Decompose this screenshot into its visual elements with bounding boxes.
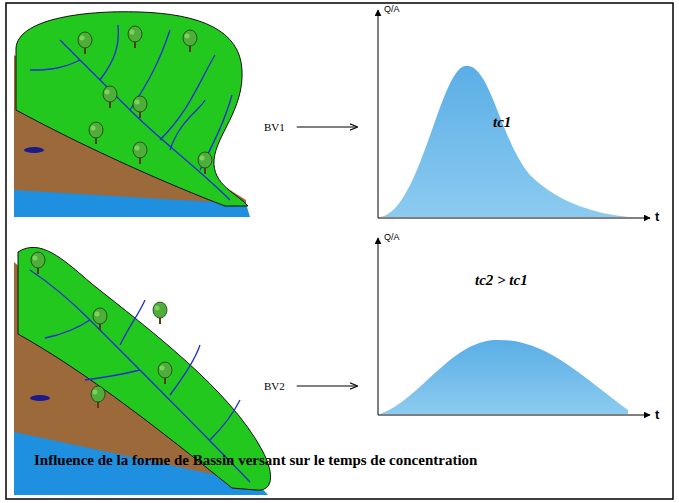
caption: Influence de la forme de Bassin versant … [34, 452, 477, 469]
frame [6, 3, 673, 499]
basin-label: BV1 [262, 119, 287, 135]
axis-label: Q/A [384, 5, 400, 15]
hydrograph-panel: Q/A tc2 > tc1 t [365, 230, 665, 430]
axis-label: Q/A [384, 233, 400, 243]
concentration-time: tc2 > tc1 [475, 272, 528, 289]
axis-label: t [655, 210, 659, 224]
basin-label: BV2 [262, 378, 287, 394]
hydrograph-1 [378, 10, 650, 218]
concentration-time: tc1 [493, 114, 511, 131]
arrow-connector [297, 386, 357, 387]
trees [31, 26, 212, 408]
basin-label: BV2 [262, 378, 287, 394]
hydrograph-2 [378, 238, 650, 415]
watershed-round [14, 12, 250, 217]
arrow-connector [297, 127, 357, 128]
basin-label: BV1 [262, 119, 287, 135]
hydrograph-panel: Q/A tc1 t [365, 2, 665, 228]
axis-label: t [655, 408, 659, 422]
